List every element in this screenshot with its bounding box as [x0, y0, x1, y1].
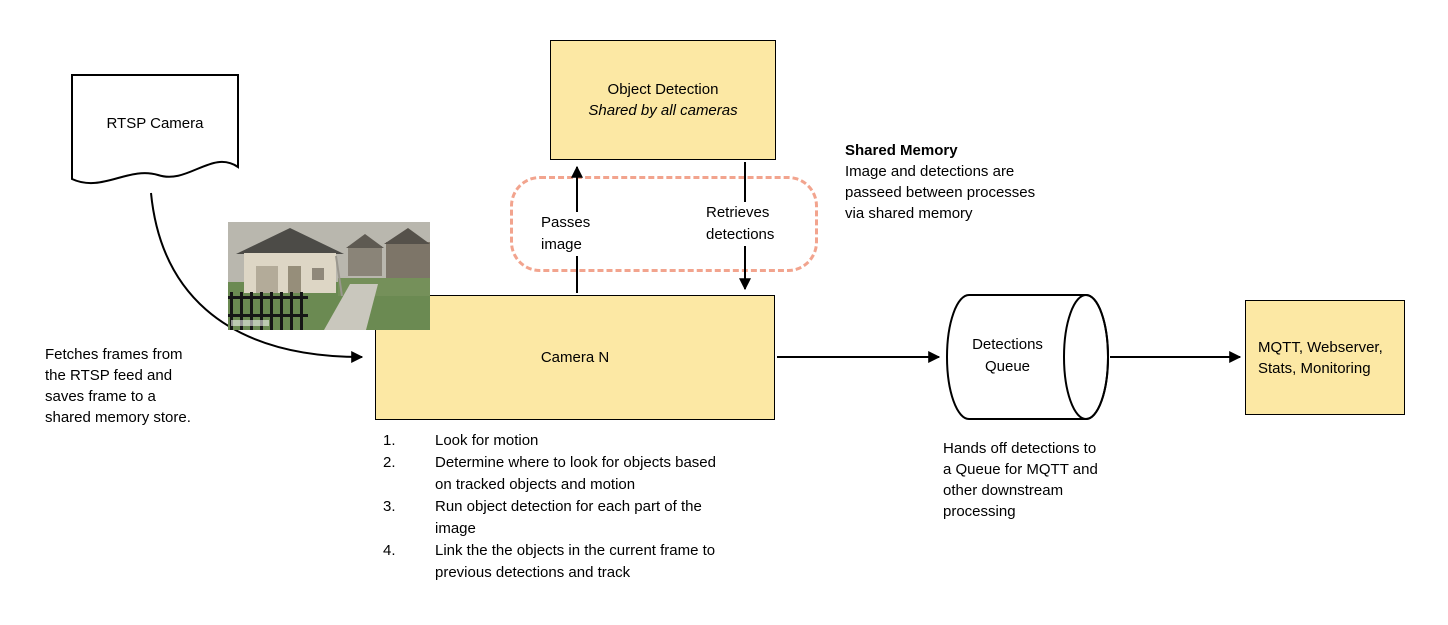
fetch-frames-note: Fetches frames from the RTSP feed and sa… [45, 346, 191, 426]
retrieves-detections-label: Retrieves detections [704, 202, 777, 246]
rtsp-camera-label: RTSP Camera [106, 115, 204, 132]
object-detection-node: Object Detection Shared by all cameras [550, 40, 776, 160]
step-text: Look for motion [435, 432, 539, 449]
object-detection-subtitle: Shared by all cameras [588, 102, 738, 119]
step-text: Link the the objects in the current fram… [435, 542, 716, 581]
queue-cylinder-shape [946, 294, 1109, 420]
camera-snapshot-image [228, 222, 430, 330]
rtsp-camera-node: RTSP Camera [70, 73, 240, 205]
detections-queue-label: Detections Queue [972, 336, 1043, 375]
passes-image-label: Passes image [539, 212, 593, 256]
queue-handoff-note: Hands off detections to a Queue for MQTT… [943, 440, 1098, 520]
object-detection-title: Object Detection [607, 81, 719, 98]
step-number: 4. [383, 542, 396, 559]
output-node: MQTT, Webserver, Stats, Monitoring [1245, 300, 1405, 415]
camera-n-node: Camera N [375, 295, 775, 420]
list-item: 2. Determine where to look for objects b… [383, 452, 743, 496]
shared-memory-note: Shared Memory Image and detections are p… [845, 140, 1050, 224]
list-item: 1. Look for motion [383, 430, 743, 452]
list-item: 3. Run object detection for each part of… [383, 496, 743, 540]
step-text: Determine where to look for objects base… [435, 454, 716, 493]
camera-steps-list: 1. Look for motion 2. Determine where to… [383, 430, 743, 584]
list-item: 4. Link the the objects in the current f… [383, 540, 743, 584]
camera-n-label: Camera N [540, 349, 610, 366]
step-number: 3. [383, 498, 396, 515]
shared-memory-note-title: Shared Memory [845, 142, 958, 159]
step-number: 2. [383, 454, 396, 471]
detections-queue-node [945, 293, 1111, 421]
step-text: Run object detection for each part of th… [435, 498, 702, 537]
shared-memory-note-body: Image and detections are passeed between… [845, 163, 1036, 222]
shared-memory-region [510, 176, 818, 272]
step-number: 1. [383, 432, 396, 449]
output-node-label: MQTT, Webserver, Stats, Monitoring [1258, 338, 1383, 377]
rtsp-camera-shape [71, 74, 239, 185]
